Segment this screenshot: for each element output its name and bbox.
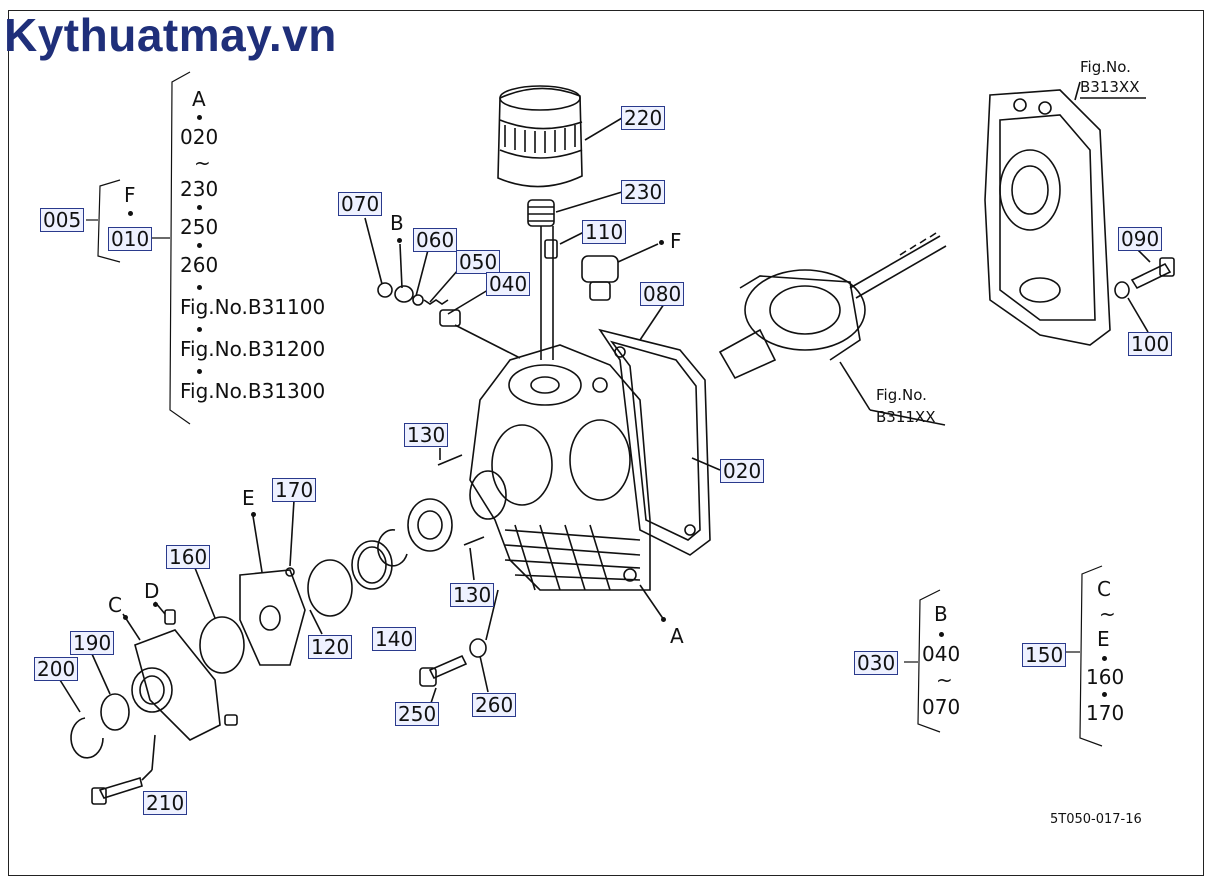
fig-ref-b311-label: Fig.No. [876,386,927,404]
group-brackets [86,71,1103,747]
part-box-250[interactable]: 250 [395,702,440,726]
group-c-letter: C [1097,577,1111,601]
group-c-tilde: ~ [1099,602,1116,626]
group-b-040: 040 [922,642,961,666]
part-box-200[interactable]: 200 [34,657,79,681]
o-ring-part [194,567,245,674]
group-a-020: 020 [180,125,219,149]
ref-letter-e: E [242,486,255,510]
oil-seal-circlip-parts [59,653,130,759]
part-box-210[interactable]: 210 [143,791,188,815]
group-c-dot [1102,692,1107,697]
ref-dot-c [123,615,128,620]
gasket-part [598,303,721,556]
drain-bolt-washer-parts [419,589,499,707]
part-box-100[interactable]: 100 [1128,332,1173,356]
group-a-dot [197,115,202,120]
group-a-dot [197,285,202,290]
drawing-code: 5T050-017-16 [1050,812,1142,827]
group-a-dot [197,369,202,374]
group-a-letter: A [192,87,206,111]
cover-plate-part [239,499,323,666]
fig-ref-b311-code: B311XX [876,408,936,426]
group-a-250: 250 [180,215,219,239]
group-c-dot [1102,656,1107,661]
ref-letter-a: A [670,624,684,648]
seal-housing-part [122,601,238,741]
part-box-080[interactable]: 080 [640,282,685,306]
bearing-seal-parts [307,448,485,617]
part-box-040[interactable]: 040 [486,272,531,296]
group-c-170: 170 [1086,701,1125,725]
part-box-005[interactable]: 005 [40,208,85,232]
part-box-130-upper[interactable]: 130 [404,423,449,447]
group-b-tilde: ~ [936,668,953,692]
ref-dot-a [661,617,666,622]
ref-dot-e [251,512,256,517]
ref-dot-f [659,240,664,245]
group-a-fig-b31100: Fig.No.B31100 [180,295,326,319]
ref-letter-f: F [670,229,682,253]
part-box-060[interactable]: 060 [413,228,458,252]
pump-housing-part [984,81,1146,346]
plug-part [544,231,585,259]
oil-filter-part [497,85,623,188]
fig-ref-b313-code: B313XX [1080,78,1140,96]
part-box-090[interactable]: 090 [1118,227,1163,251]
part-box-110[interactable]: 110 [582,220,627,244]
part-box-260[interactable]: 260 [472,693,517,717]
bolt-part [91,734,156,805]
group-a-260: 260 [180,253,219,277]
group-c-160: 160 [1086,665,1125,689]
part-box-150[interactable]: 150 [1022,643,1067,667]
shaft-assembly-part [718,232,947,426]
ref-letter-b: B [390,211,404,235]
part-box-170[interactable]: 170 [272,478,317,502]
part-box-070[interactable]: 070 [338,192,383,216]
ref-letter-d: D [144,579,160,603]
fig-ref-b313-label: Fig.No. [1080,58,1131,76]
group-a-230: 230 [180,177,219,201]
group-a-tilde: ~ [194,151,211,175]
ref-dot-b [397,238,402,243]
group-f-letter: F [124,183,136,207]
part-box-190[interactable]: 190 [70,631,115,655]
group-a-fig-b31200: Fig.No.B31200 [180,337,326,361]
group-b-dot [939,632,944,637]
group-a-dot [197,327,202,332]
part-box-030[interactable]: 030 [854,651,899,675]
part-box-130-lower[interactable]: 130 [450,583,495,607]
nipple-part [527,191,623,360]
group-b-070: 070 [922,695,961,719]
transmission-case-part [469,344,651,591]
part-box-020[interactable]: 020 [720,459,765,483]
group-a-fig-b31300: Fig.No.B31300 [180,379,326,403]
group-c-e: E [1097,627,1110,651]
group-f-dot [128,211,133,216]
group-a-dot [197,243,202,248]
part-box-220[interactable]: 220 [621,106,666,130]
drawing-frame [8,10,1204,876]
bolt-washer-parts [1114,249,1175,333]
watermark-logo: Kythuatmay.vn [4,9,337,61]
part-box-230[interactable]: 230 [621,180,666,204]
cap-plug-part [581,243,659,301]
ref-letter-c: C [108,593,122,617]
part-box-160[interactable]: 160 [166,545,211,569]
part-box-120[interactable]: 120 [308,635,353,659]
group-b-letter: B [934,602,948,626]
relief-valve-parts [364,217,521,359]
part-box-140[interactable]: 140 [372,627,417,651]
part-box-050[interactable]: 050 [456,250,501,274]
group-a-dot [197,205,202,210]
part-box-010[interactable]: 010 [108,227,153,251]
ref-dot-d [153,602,158,607]
